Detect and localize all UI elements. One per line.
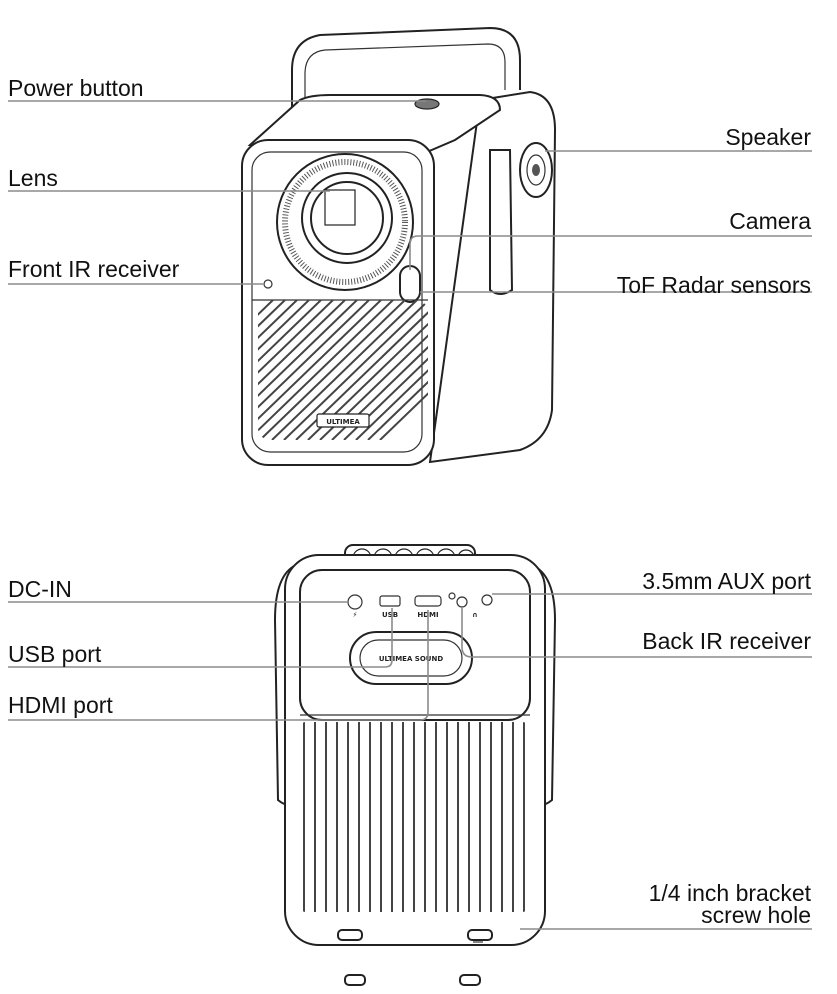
- leader-lines: [8, 100, 812, 930]
- label-power-button: Power button: [8, 75, 144, 101]
- label-usb-port: USB port: [8, 641, 102, 667]
- front-projector: ULTIMEA: [241, 26, 557, 466]
- usb-text: USB: [382, 611, 398, 619]
- label-bracket-screw-hole: 1/4 inch bracket screw hole: [648, 880, 811, 928]
- label-tof-radar-sensors: ToF Radar sensors: [616, 272, 811, 298]
- svg-text:∩: ∩: [472, 611, 478, 619]
- back-projector: ⚡ USB HDMI ∩ ULTIMEA SOUND: [273, 544, 557, 986]
- label-lens: Lens: [8, 165, 58, 191]
- label-back-ir-receiver: Back IR receiver: [642, 628, 811, 654]
- label-bracket-line2: screw hole: [701, 902, 811, 928]
- label-camera: Camera: [729, 208, 811, 234]
- back-logo-text: ULTIMEA SOUND: [379, 655, 444, 663]
- label-aux-port: 3.5mm AUX port: [642, 568, 811, 594]
- label-hdmi-port: HDMI port: [8, 692, 113, 718]
- front-logo-text: ULTIMEA: [326, 418, 360, 426]
- label-bracket-line1: 1/4 inch bracket: [648, 880, 811, 906]
- label-front-ir-receiver: Front IR receiver: [8, 256, 180, 282]
- label-speaker: Speaker: [725, 124, 811, 150]
- tof-sensor-part: [399, 265, 421, 303]
- label-dc-in: DC-IN: [8, 576, 72, 602]
- svg-text:⚡: ⚡: [353, 611, 358, 619]
